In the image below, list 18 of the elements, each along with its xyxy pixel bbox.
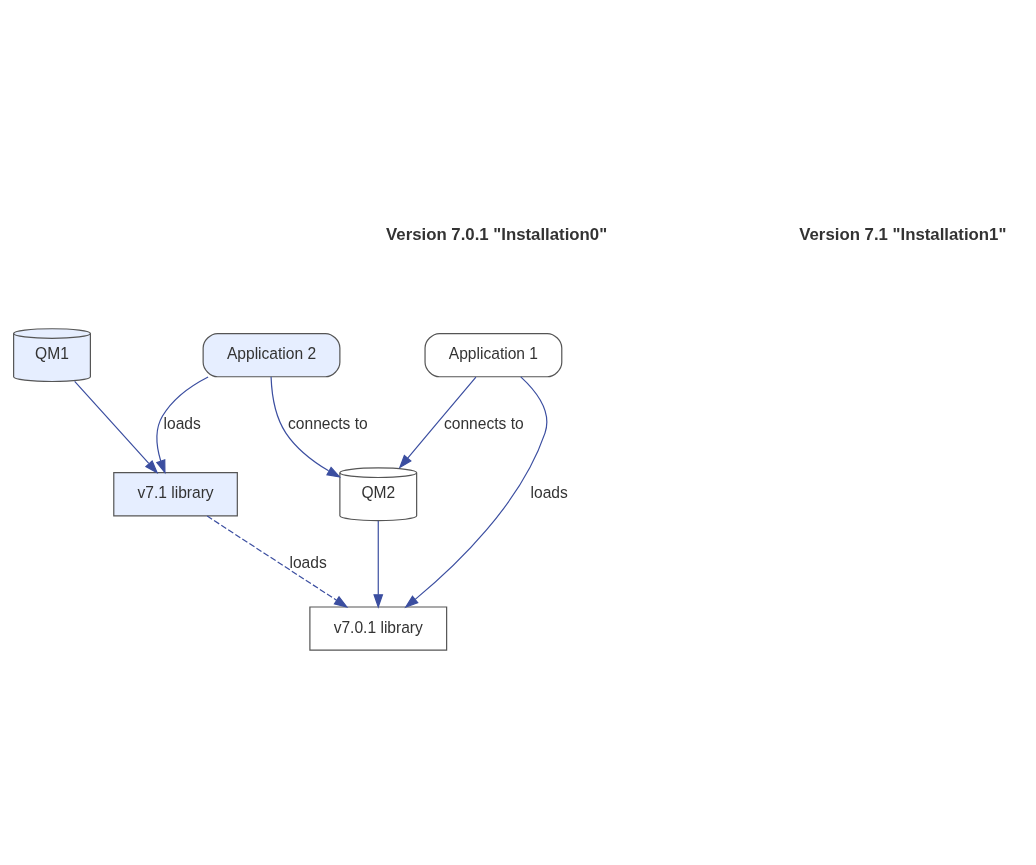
edge-label: connects to [443,414,524,432]
arrow [373,520,384,609]
arrow [270,376,342,478]
arrow [155,376,209,475]
label: Version 7.1 "Installation1" [799,224,1007,244]
node-box: v7.0.1 library [309,606,448,651]
arrow [404,376,548,609]
node-box: Application 1 [424,332,563,378]
edge-label: loads [163,414,201,432]
arrow [206,515,349,608]
arrow [398,376,477,469]
node-box: v7.1 library [113,472,238,517]
node-box: Application 2 [202,332,341,378]
arrow [74,380,159,474]
edge-label: loads [530,484,568,502]
edge-label: loads [289,553,327,571]
label: Version 7.0.1 "Installation0" [386,224,608,244]
edge-label: connects to [288,414,368,432]
